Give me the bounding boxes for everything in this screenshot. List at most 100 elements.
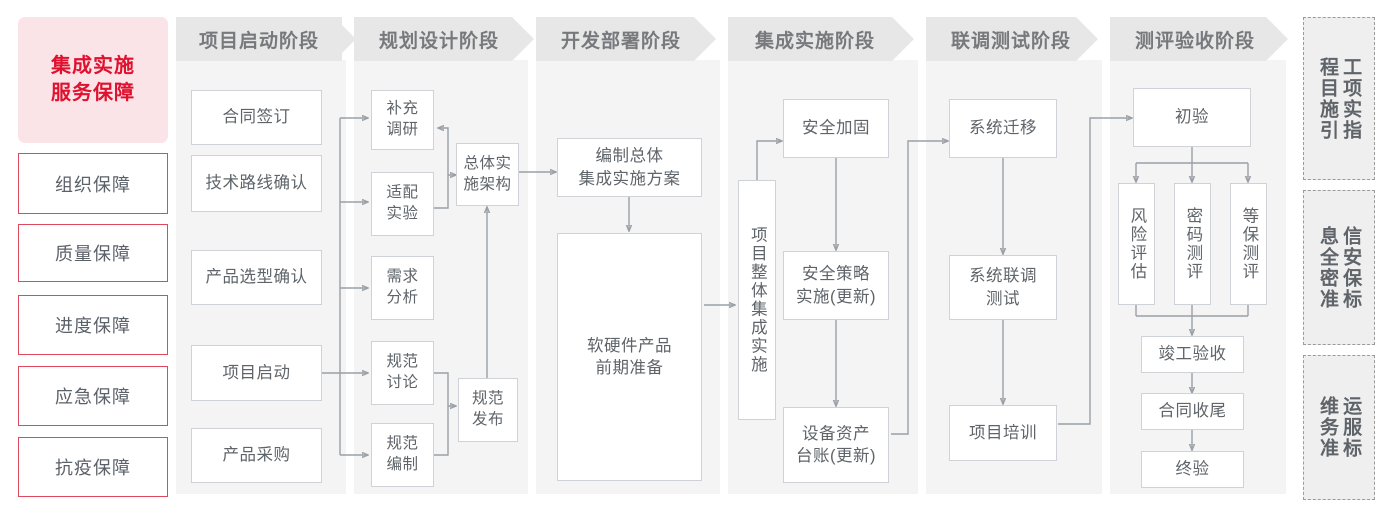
node-spec-discussion[interactable]: 规范讨论 bbox=[371, 341, 434, 405]
guarantee-label: 质量保障 bbox=[55, 244, 131, 264]
node-label: 竣工验收 bbox=[1158, 345, 1227, 364]
standard-label-right: 息全密准 bbox=[1317, 225, 1338, 310]
guarantee-label: 组织保障 bbox=[55, 174, 131, 195]
node-label-line1: 系统联调 bbox=[969, 267, 1037, 286]
node-label: 产品选型确认 bbox=[205, 268, 308, 287]
standard-label-left: 工项实指 bbox=[1340, 56, 1362, 141]
node-label-line2: 讨论 bbox=[386, 374, 419, 391]
phase-title-text: 测评验收阶段 bbox=[1134, 30, 1255, 52]
node-label-line2: 台账(更新) bbox=[796, 447, 876, 465]
node-label-line2: 编制 bbox=[386, 456, 419, 473]
guarantee-item-schedule[interactable]: 进度保障 bbox=[18, 295, 168, 355]
node-label-line1: 项目培训 bbox=[969, 423, 1037, 442]
node-label-line2: 实施(更新) bbox=[796, 287, 876, 306]
node-contract-closure[interactable]: 合同收尾 bbox=[1141, 393, 1244, 430]
guarantee-label: 应急保障 bbox=[55, 387, 131, 407]
phase-title-acceptance: 测评验收阶段 bbox=[1112, 17, 1278, 61]
phase-title-text: 集成实施阶段 bbox=[754, 30, 875, 52]
node-label: 风险评估 bbox=[1127, 207, 1146, 281]
node-label-line1: 规范 bbox=[386, 435, 419, 453]
node-security-policy-impl[interactable]: 安全策略实施(更新) bbox=[783, 251, 889, 320]
standard-infosec-confidentiality[interactable]: 息全密准 信安保标 bbox=[1303, 190, 1375, 345]
node-project-kickoff[interactable]: 项目启动 bbox=[191, 345, 322, 401]
node-label-line1: 规范 bbox=[471, 390, 504, 408]
main-title-block: 集成实施 服务保障 bbox=[18, 17, 168, 143]
node-label: 项目启动 bbox=[222, 363, 291, 382]
node-crypto-evaluation[interactable]: 密码测评 bbox=[1174, 183, 1211, 305]
node-label-line2: 发布 bbox=[471, 411, 504, 428]
node-label-line1: 补充 bbox=[386, 100, 419, 118]
guarantee-item-epidemic[interactable]: 抗疫保障 bbox=[18, 437, 168, 497]
main-title-line2: 服务保障 bbox=[51, 82, 135, 104]
node-label: 密码测评 bbox=[1183, 207, 1202, 281]
phase-title-joint-test: 联调测试阶段 bbox=[928, 17, 1094, 61]
guarantee-item-organization[interactable]: 组织保障 bbox=[18, 153, 168, 214]
node-label: 技术路线确认 bbox=[205, 174, 308, 193]
node-contract-signing[interactable]: 合同签订 bbox=[191, 90, 322, 145]
node-label-line2: 分析 bbox=[386, 289, 419, 306]
node-adaptation-test[interactable]: 适配实验 bbox=[371, 172, 434, 236]
node-label-line1: 安全策略 bbox=[802, 265, 870, 284]
node-overall-integration-impl[interactable]: 项目整体集成实施 bbox=[738, 180, 776, 420]
main-title-line1: 集成实施 bbox=[51, 55, 135, 77]
guarantee-label: 抗疫保障 bbox=[55, 458, 131, 478]
node-label-line1: 需求 bbox=[386, 268, 419, 286]
standard-operation-service[interactable]: 维务准 运服标 bbox=[1303, 355, 1375, 500]
standard-label-left: 信安保标 bbox=[1340, 225, 1362, 310]
phase-title-text: 项目启动阶段 bbox=[198, 30, 319, 52]
node-hw-sw-preparation[interactable]: 软硬件产品前期准备 bbox=[557, 233, 702, 481]
standard-engineering-guideline[interactable]: 程目施引 工项实指 bbox=[1303, 17, 1375, 180]
node-security-hardening[interactable]: 安全加固 bbox=[783, 99, 889, 158]
guarantee-item-emergency[interactable]: 应急保障 bbox=[18, 366, 168, 426]
node-label: 等保测评 bbox=[1239, 207, 1258, 281]
node-label-line1: 软硬件产品 bbox=[587, 336, 672, 355]
phase-title-text: 开发部署阶段 bbox=[560, 30, 681, 52]
node-spec-release[interactable]: 规范发布 bbox=[458, 378, 518, 442]
node-risk-assessment[interactable]: 风险评估 bbox=[1118, 183, 1155, 305]
phase-title-startup: 项目启动阶段 bbox=[176, 17, 342, 61]
node-label: 终验 bbox=[1175, 460, 1210, 479]
node-label-line2: 集成实施方案 bbox=[578, 169, 681, 188]
node-label-line1: 设备资产 bbox=[802, 424, 870, 443]
node-label-line1: 系统迁移 bbox=[969, 119, 1037, 138]
node-overall-architecture[interactable]: 总体实施架构 bbox=[456, 143, 519, 206]
standard-label-left: 运服标 bbox=[1340, 396, 1362, 459]
node-label-line1: 编制总体 bbox=[595, 147, 664, 166]
node-mlps-evaluation[interactable]: 等保测评 bbox=[1230, 183, 1267, 305]
node-joint-debug-test[interactable]: 系统联调测试 bbox=[949, 255, 1057, 320]
node-completion-acceptance[interactable]: 竣工验收 bbox=[1141, 336, 1244, 373]
node-draft-integration-plan[interactable]: 编制总体集成实施方案 bbox=[557, 138, 702, 197]
phase-title-integration: 集成实施阶段 bbox=[730, 17, 900, 61]
node-label: 合同签订 bbox=[222, 108, 291, 127]
node-tech-route-confirm[interactable]: 技术路线确认 bbox=[191, 155, 322, 212]
node-product-selection[interactable]: 产品选型确认 bbox=[191, 250, 322, 305]
node-label-line2: 施架构 bbox=[463, 175, 512, 193]
phase-title-text: 联调测试阶段 bbox=[950, 30, 1071, 52]
node-label: 合同收尾 bbox=[1158, 402, 1227, 421]
node-project-training[interactable]: 项目培训 bbox=[949, 405, 1057, 461]
node-label-line2: 测试 bbox=[986, 289, 1020, 308]
node-supplementary-research[interactable]: 补充调研 bbox=[371, 90, 434, 150]
standard-label-right: 程目施引 bbox=[1317, 56, 1338, 141]
standard-label-right: 维务准 bbox=[1317, 396, 1338, 459]
guarantee-item-quality[interactable]: 质量保障 bbox=[18, 224, 168, 282]
guarantee-label: 进度保障 bbox=[55, 316, 131, 336]
node-label-line2: 实验 bbox=[386, 205, 419, 222]
node-asset-ledger-update[interactable]: 设备资产台账(更新) bbox=[783, 407, 889, 483]
node-label: 项目整体集成实施 bbox=[748, 226, 767, 374]
node-product-procurement[interactable]: 产品采购 bbox=[191, 428, 322, 483]
phase-title-planning: 规划设计阶段 bbox=[356, 17, 522, 61]
node-spec-drafting[interactable]: 规范编制 bbox=[371, 423, 434, 487]
phase-title-text: 规划设计阶段 bbox=[378, 30, 499, 52]
node-final-acceptance[interactable]: 终验 bbox=[1141, 451, 1244, 488]
node-system-migration[interactable]: 系统迁移 bbox=[949, 99, 1057, 158]
node-label-line1: 规范 bbox=[386, 353, 419, 371]
node-label-line1: 适配 bbox=[386, 184, 419, 202]
node-label-line1: 总体实 bbox=[463, 154, 512, 172]
phase-title-deployment: 开发部署阶段 bbox=[538, 17, 704, 61]
node-preliminary-acceptance[interactable]: 初验 bbox=[1133, 88, 1251, 147]
node-label: 产品采购 bbox=[222, 446, 291, 465]
node-requirement-analysis[interactable]: 需求分析 bbox=[371, 256, 434, 320]
node-label-line2: 调研 bbox=[386, 121, 419, 138]
